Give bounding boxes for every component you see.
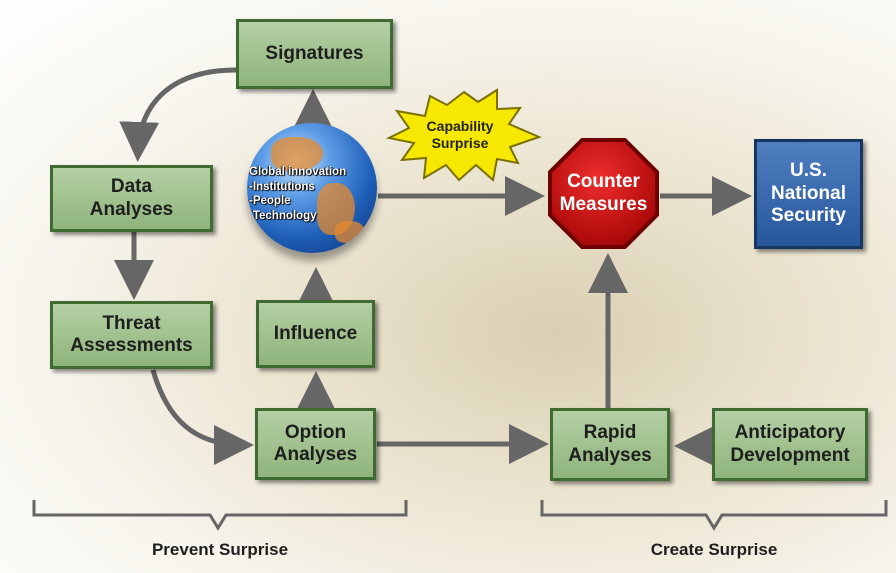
- counter-measures-octagon: Counter Measures: [552, 142, 655, 245]
- option-analyses-box: Option Analyses: [255, 408, 376, 480]
- influence-box: Influence: [256, 300, 375, 368]
- globe-title: Global innovation: [249, 166, 347, 178]
- capability-surprise-star: [385, 88, 542, 182]
- bracket-create-surprise: [540, 500, 888, 531]
- globe-item-people: -People: [249, 195, 291, 208]
- anticipatory-development-box: Anticipatory Development: [712, 408, 868, 481]
- bracket-prevent-surprise: [32, 500, 408, 531]
- globe-item-institutions: -Institutions: [249, 180, 315, 193]
- threat-assessments-box: Threat Assessments: [50, 301, 213, 369]
- create-surprise-label: Create Surprise: [650, 540, 778, 559]
- rapid-analyses-box: Rapid Analyses: [550, 408, 670, 481]
- data-analyses-box: Data Analyses: [50, 165, 213, 232]
- us-national-security-box: U.S. National Security: [754, 139, 863, 249]
- signatures-box: Signatures: [236, 19, 393, 89]
- capability-surprise-label: Capability Surprise: [426, 118, 494, 151]
- prevent-surprise-label: Prevent Surprise: [151, 540, 289, 559]
- globe-icon: Global innovation -Institutions -People …: [247, 123, 377, 253]
- arrow-threat-to-option: [150, 369, 254, 465]
- globe-caption: Global innovation -Institutions -People …: [249, 165, 375, 224]
- globe-item-technology: -Technology: [249, 210, 317, 223]
- globe-landmass: [271, 137, 323, 171]
- arrow-signatures-to-data-analyses: [119, 67, 237, 162]
- globe-landmass: [335, 221, 365, 243]
